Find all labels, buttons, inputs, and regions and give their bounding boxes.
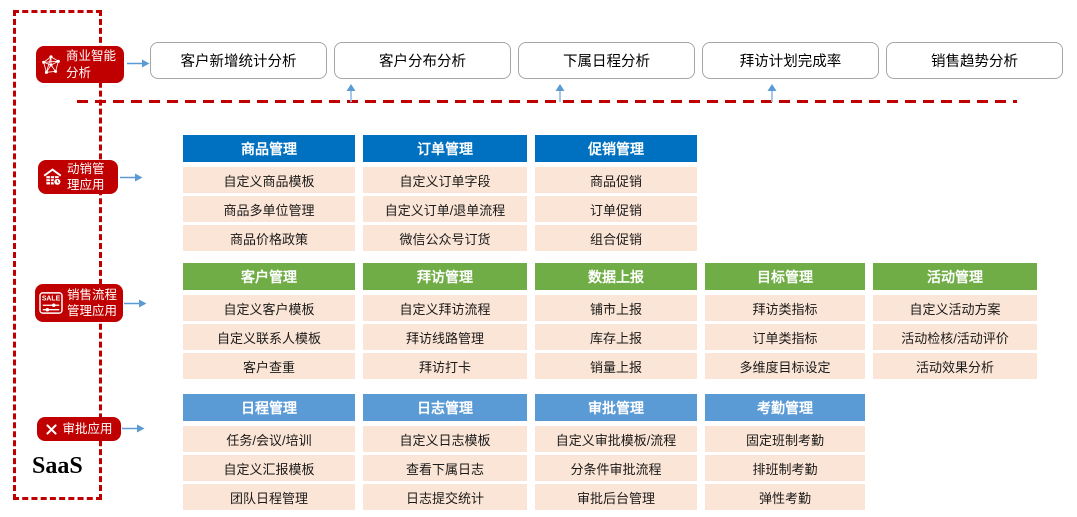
feature-cell: 弹性考勤 <box>705 484 865 510</box>
network-graph-icon <box>40 54 62 76</box>
feature-cell: 客户查重 <box>183 353 355 379</box>
feature-column-journal-mgmt: 日志管理 自定义日志模板 查看下属日志 日志提交统计 <box>363 394 527 510</box>
feature-cell: 排班制考勤 <box>705 455 865 481</box>
bi-box-sales-trend: 销售趋势分析 <box>886 42 1063 79</box>
feature-cell: 任务/会议/培训 <box>183 426 355 452</box>
feature-column-attendance-mgmt: 考勤管理 固定班制考勤 排班制考勤 弹性考勤 <box>705 394 865 510</box>
feature-cell: 自定义汇报模板 <box>183 455 355 481</box>
column-header: 审批管理 <box>535 394 697 421</box>
column-header: 客户管理 <box>183 263 355 290</box>
feature-cell: 拜访线路管理 <box>363 324 527 350</box>
column-header: 日志管理 <box>363 394 527 421</box>
side-label-merchandising-apps: 动销管理应用 <box>38 160 118 194</box>
feature-cell: 固定班制考勤 <box>705 426 865 452</box>
feature-cell: 活动效果分析 <box>873 353 1037 379</box>
column-header: 促销管理 <box>535 135 697 162</box>
feature-column-data-reporting: 数据上报 铺市上报 库存上报 销量上报 <box>535 263 697 379</box>
feature-cell: 拜访打卡 <box>363 353 527 379</box>
feature-cell: 自定义客户模板 <box>183 295 355 321</box>
feature-column-promotion-mgmt: 促销管理 商品促销 订单促销 组合促销 <box>535 135 697 251</box>
right-arrow-icon <box>127 58 150 69</box>
side-label-bi-analysis: 商业智能分析 <box>36 46 124 83</box>
saas-label: SaaS <box>32 453 83 479</box>
feature-cell: 自定义日志模板 <box>363 426 527 452</box>
feature-cell: 库存上报 <box>535 324 697 350</box>
feature-cell: 日志提交统计 <box>363 484 527 510</box>
column-header: 订单管理 <box>363 135 527 162</box>
storefront-icon <box>42 167 63 187</box>
column-header: 日程管理 <box>183 394 355 421</box>
feature-column-target-mgmt: 目标管理 拜访类指标 订单类指标 多维度目标设定 <box>705 263 865 379</box>
feature-column-approval-mgmt: 审批管理 自定义审批模板/流程 分条件审批流程 审批后台管理 <box>535 394 697 510</box>
bi-box-visit-plan-completion: 拜访计划完成率 <box>702 42 879 79</box>
feature-group-approval: 日程管理 任务/会议/培训 自定义汇报模板 团队日程管理 日志管理 自定义日志模… <box>183 394 1037 510</box>
feature-column-customer-mgmt: 客户管理 自定义客户模板 自定义联系人模板 客户查重 <box>183 263 355 379</box>
feature-column-visit-mgmt: 拜访管理 自定义拜访流程 拜访线路管理 拜访打卡 <box>363 263 527 379</box>
side-label-text: 动销管理应用 <box>67 161 105 192</box>
feature-cell: 订单促销 <box>535 196 697 222</box>
feature-column-schedule-mgmt: 日程管理 任务/会议/培训 自定义汇报模板 团队日程管理 <box>183 394 355 510</box>
feature-cell: 拜访类指标 <box>705 295 865 321</box>
right-arrow-icon <box>124 298 147 309</box>
feature-cell: 商品多单位管理 <box>183 196 355 222</box>
side-label-text: 商业智能分析 <box>66 49 117 80</box>
column-header: 目标管理 <box>705 263 865 290</box>
column-header: 商品管理 <box>183 135 355 162</box>
feature-cell: 自定义活动方案 <box>873 295 1037 321</box>
feature-column-activity-mgmt: 活动管理 自定义活动方案 活动检核/活动评价 活动效果分析 <box>873 263 1037 379</box>
bi-box-subordinate-schedule: 下属日程分析 <box>518 42 695 79</box>
bi-analysis-row: 客户新增统计分析 客户分布分析 下属日程分析 拜访计划完成率 销售趋势分析 <box>150 42 1063 79</box>
feature-cell: 审批后台管理 <box>535 484 697 510</box>
up-arrow-icon <box>555 84 565 102</box>
feature-cell: 自定义联系人模板 <box>183 324 355 350</box>
right-arrow-icon <box>122 423 145 434</box>
feature-cell: 订单类指标 <box>705 324 865 350</box>
side-label-text: 销售流程管理应用 <box>67 287 118 318</box>
feature-cell: 自定义订单/退单流程 <box>363 196 527 222</box>
feature-cell: 分条件审批流程 <box>535 455 697 481</box>
feature-group-merchandising: 商品管理 自定义商品模板 商品多单位管理 商品价格政策 订单管理 自定义订单字段… <box>183 135 1037 251</box>
column-header: 拜访管理 <box>363 263 527 290</box>
bi-box-customer-new-stats: 客户新增统计分析 <box>150 42 327 79</box>
up-arrow-icon <box>346 84 356 102</box>
side-label-approval-apps: 审批应用 <box>37 417 121 441</box>
side-label-text: 审批应用 <box>62 421 113 436</box>
feature-group-sales-process: 客户管理 自定义客户模板 自定义联系人模板 客户查重 拜访管理 自定义拜访流程 … <box>183 263 1037 379</box>
bi-divider-line <box>77 100 1017 103</box>
bi-box-customer-distribution: 客户分布分析 <box>334 42 511 79</box>
feature-column-order-mgmt: 订单管理 自定义订单字段 自定义订单/退单流程 微信公众号订货 <box>363 135 527 251</box>
feature-cell: 自定义订单字段 <box>363 167 527 193</box>
feature-cell: 销量上报 <box>535 353 697 379</box>
feature-cell: 商品促销 <box>535 167 697 193</box>
feature-cell: 商品价格政策 <box>183 225 355 251</box>
feature-cell: 多维度目标设定 <box>705 353 865 379</box>
feature-cell: 铺市上报 <box>535 295 697 321</box>
feature-cell: 微信公众号订货 <box>363 225 527 251</box>
feature-cell: 查看下属日志 <box>363 455 527 481</box>
column-header: 考勤管理 <box>705 394 865 421</box>
saas-boundary-box <box>13 10 102 500</box>
column-header: 数据上报 <box>535 263 697 290</box>
feature-cell: 组合促销 <box>535 225 697 251</box>
crossed-tools-icon <box>45 423 58 436</box>
side-label-sales-process-apps: SALE 销售流程管理应用 <box>35 284 123 322</box>
column-header: 活动管理 <box>873 263 1037 290</box>
svg-text:SALE: SALE <box>42 296 61 303</box>
feature-column-product-mgmt: 商品管理 自定义商品模板 商品多单位管理 商品价格政策 <box>183 135 355 251</box>
feature-cell: 团队日程管理 <box>183 484 355 510</box>
up-arrow-icon <box>767 84 777 102</box>
feature-cell: 自定义拜访流程 <box>363 295 527 321</box>
feature-cell: 活动检核/活动评价 <box>873 324 1037 350</box>
feature-cell: 自定义商品模板 <box>183 167 355 193</box>
feature-cell: 自定义审批模板/流程 <box>535 426 697 452</box>
right-arrow-icon <box>120 172 143 183</box>
sale-sliders-icon: SALE <box>39 292 63 314</box>
